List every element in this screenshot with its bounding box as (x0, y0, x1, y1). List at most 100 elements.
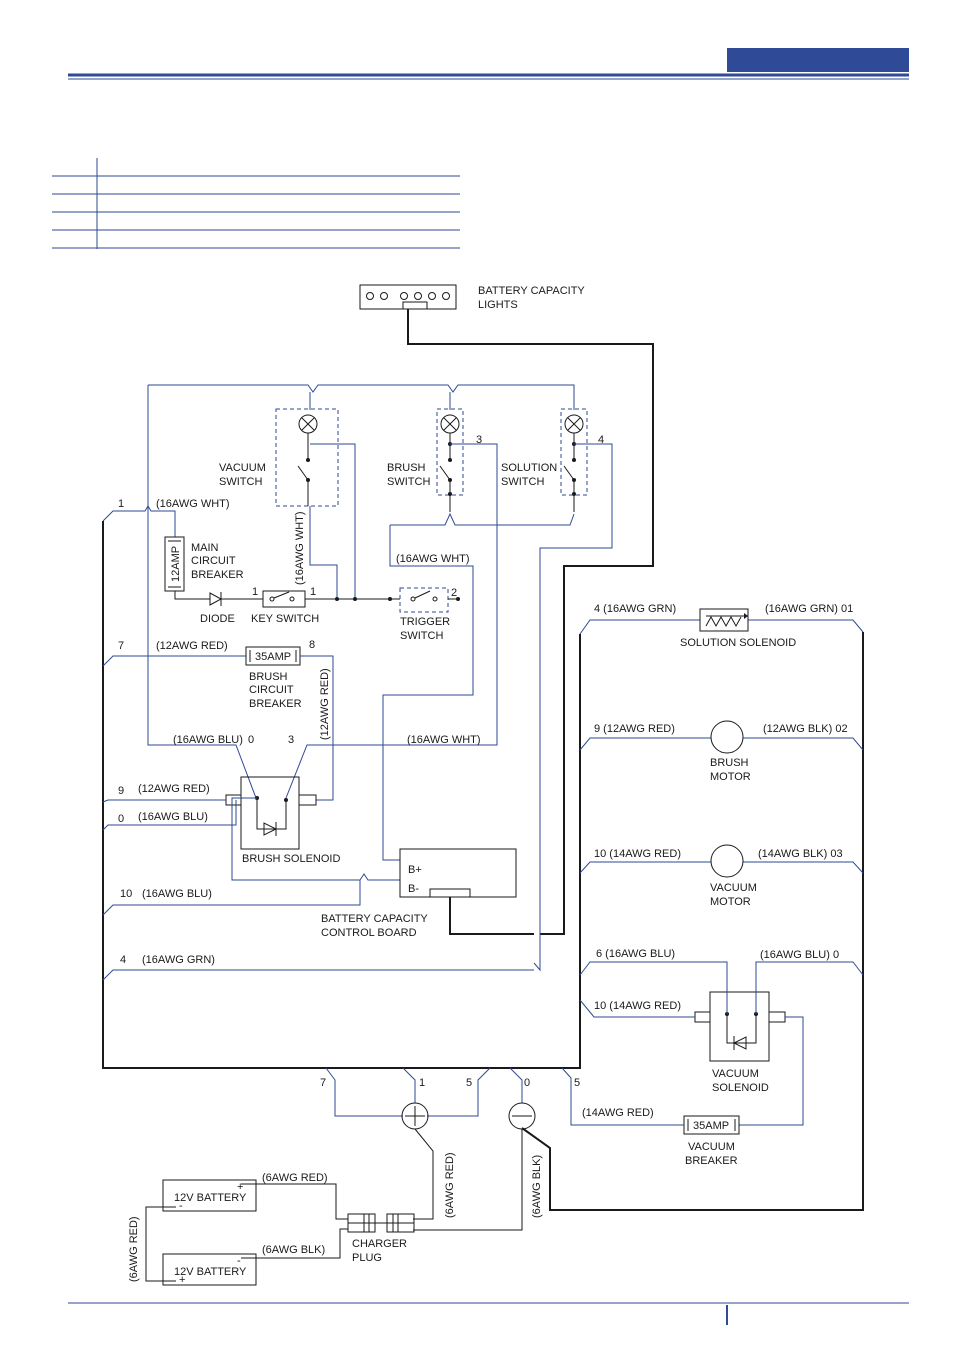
wire-label-blu-3: 3 (288, 734, 294, 746)
wire-label-vm-left: 10 (14AWG RED) (594, 848, 681, 860)
svg-text:+: + (179, 1274, 185, 1286)
wire-label-vs-10: 10 (14AWG RED) (594, 1000, 681, 1012)
svg-text:+: + (237, 1181, 243, 1193)
brush-breaker-label-1: BRUSH (249, 671, 288, 683)
wire-label-4-gauge: (16AWG GRN) (142, 954, 215, 966)
wire-label-bot-5a: 5 (466, 1077, 472, 1089)
brush-circuit-breaker: 35AMP BRUSH CIRCUIT BREAKER (245, 646, 302, 710)
brush-switch-label-2: SWITCH (387, 476, 430, 488)
wire-label-bat-red: (6AWG RED) (262, 1172, 328, 1184)
svg-text:-: - (179, 1200, 183, 1212)
wire-label-plug-red: (6AWG RED) (444, 1152, 456, 1218)
wire-label-sol-right: (16AWG GRN) 01 (765, 603, 853, 615)
wire-label-key-1b: 1 (310, 586, 316, 598)
board-b-minus: B- (408, 883, 419, 895)
wire-label-10-gauge: (16AWG BLU) (142, 888, 212, 900)
battery-capacity-lights-label-2: LIGHTS (478, 299, 518, 311)
wire-label-bot-1: 1 (419, 1077, 425, 1089)
main-circuit-breaker: 12AMP MAIN CIRCUIT BREAKER (164, 536, 244, 592)
brush-breaker-label-3: BREAKER (249, 698, 302, 710)
brush-motor-label-2: MOTOR (710, 771, 751, 783)
wire-label-bot-7: 7 (320, 1077, 326, 1089)
wire-label-0-gauge: (16AWG BLU) (138, 811, 208, 823)
battery-capacity-control-board: B+ B- BATTERY CAPACITY CONTROL BOARD (321, 848, 517, 939)
wire-label-bm-right: (12AWG BLK) 02 (763, 723, 848, 735)
vacuum-switch: VACUUM SWITCH (219, 408, 339, 507)
wire-label-sol-left: 4 (16AWG GRN) (594, 603, 676, 615)
brush-solenoid-label: BRUSH SOLENOID (242, 853, 340, 865)
brush-switch-label-1: BRUSH (387, 462, 426, 474)
brush-switch: BRUSH SWITCH (387, 408, 464, 512)
wire-label-blu-0: 0 (248, 734, 254, 746)
negative-terminal (508, 1102, 536, 1130)
wire-label-bot-0: 0 (524, 1077, 530, 1089)
wire-label-9: 9 (118, 785, 124, 797)
frame-left (102, 521, 581, 1069)
brush-solenoid: BRUSH SOLENOID (225, 776, 340, 865)
vacuum-motor-label-2: MOTOR (710, 896, 751, 908)
vacuum-breaker-rating: 35AMP (693, 1120, 729, 1132)
vacuum-solenoid: VACUUM SOLENOID (694, 991, 786, 1094)
wire-label-trigger-wht: (16AWG WHT) (396, 553, 470, 565)
main-breaker-label-3: BREAKER (191, 569, 244, 581)
wire-label-solution-4: 4 (598, 434, 604, 446)
svg-text:-: - (237, 1255, 241, 1267)
board-label-2: CONTROL BOARD (321, 927, 417, 939)
wire-label-1-gauge: (16AWG WHT) (156, 498, 230, 510)
wire-label-vm-right: (14AWG BLK) 03 (758, 848, 843, 860)
wire-label-vs-6: 6 (16AWG BLU) (596, 948, 675, 960)
brush-breaker-rating: 35AMP (255, 651, 291, 663)
wire-label-key-1a: 1 (252, 586, 258, 598)
diode-label: DIODE (200, 613, 235, 625)
wire-label-8: 8 (309, 639, 315, 651)
vacuum-solenoid-label-2: SOLENOID (712, 1082, 769, 1094)
diode: DIODE (200, 592, 235, 625)
wire-label-blu: (16AWG BLU) (173, 734, 243, 746)
charger-plug: CHARGER PLUG (347, 1213, 415, 1264)
board-b-plus: B+ (408, 864, 422, 876)
key-switch-label: KEY SWITCH (251, 613, 319, 625)
brush-motor: BRUSH MOTOR (710, 720, 751, 783)
solution-solenoid: SOLUTION SOLENOID (680, 608, 796, 649)
solution-switch-label-1: SOLUTION (501, 462, 557, 474)
vacuum-motor-label-1: VACUUM (710, 882, 757, 894)
wire-label-bat-blk: (6AWG BLK) (262, 1244, 325, 1256)
wire-label-bm-left: 9 (12AWG RED) (594, 723, 675, 735)
wire-label-10: 10 (120, 888, 132, 900)
wire-label-bat-left-red: (6AWG RED) (128, 1216, 140, 1282)
positive-terminal (401, 1102, 429, 1130)
solution-solenoid-label: SOLUTION SOLENOID (680, 637, 796, 649)
charger-plug-label-1: CHARGER (352, 1238, 407, 1250)
main-breaker-rating: 12AMP (170, 546, 182, 582)
trigger-switch-label-1: TRIGGER (400, 616, 450, 628)
wire-label-plug-blk: (6AWG BLK) (531, 1155, 543, 1218)
trigger-switch: TRIGGER SWITCH (399, 587, 450, 642)
main-breaker-label-2: CIRCUIT (191, 555, 236, 567)
wire-label-vertical-12red: (12AWG RED) (319, 668, 331, 740)
trigger-switch-label-2: SWITCH (400, 630, 443, 642)
wire-label-brush-3: 3 (476, 434, 482, 446)
solution-switch: SOLUTION SWITCH (501, 408, 588, 512)
vacuum-solenoid-label-1: VACUUM (712, 1068, 759, 1080)
battery-2-label: 12V BATTERY (174, 1266, 247, 1278)
vacuum-switch-label-2: SWITCH (219, 476, 262, 488)
vacuum-motor: VACUUM MOTOR (710, 844, 757, 908)
wire-label-wht-mid: (16AWG WHT) (407, 734, 481, 746)
revision-table (52, 158, 460, 249)
solution-switch-label-2: SWITCH (501, 476, 544, 488)
brush-motor-label-1: BRUSH (710, 757, 749, 769)
wire-label-vac-vertical: (16AWG WHT) (294, 511, 306, 585)
vacuum-breaker: 35AMP VACUUM BREAKER (683, 1115, 740, 1167)
vacuum-breaker-label-1: VACUUM (688, 1141, 735, 1153)
brush-breaker-label-2: CIRCUIT (249, 684, 294, 696)
wire-label-vb: (14AWG RED) (582, 1107, 654, 1119)
board-label-1: BATTERY CAPACITY (321, 913, 428, 925)
battery-2: 12V BATTERY - + (162, 1253, 257, 1286)
wire-label-7-gauge: (12AWG RED) (156, 640, 228, 652)
wire-label-4: 4 (120, 954, 126, 966)
wire-label-7: 7 (118, 640, 124, 652)
wire-label-1: 1 (118, 498, 124, 510)
wire-label-trigger-2: 2 (451, 587, 457, 599)
battery-capacity-lights-label-1: BATTERY CAPACITY (478, 285, 585, 297)
